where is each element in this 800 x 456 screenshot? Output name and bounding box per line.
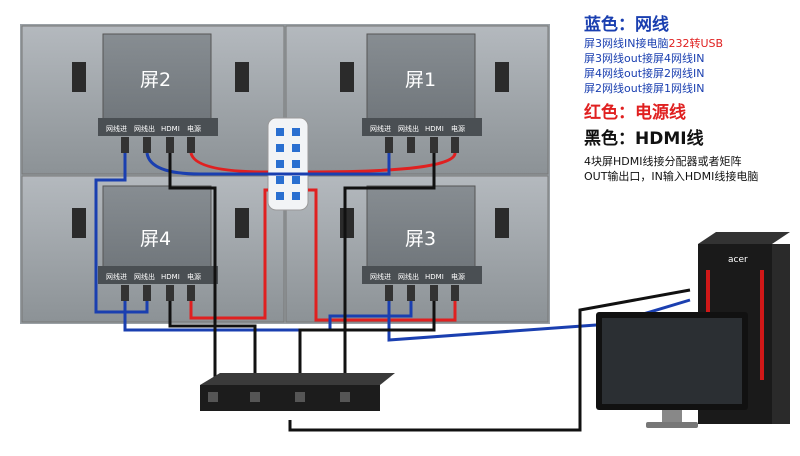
port-label-power: 电源	[451, 272, 465, 281]
port-label-hdmi: HDMI	[161, 273, 180, 281]
panel-top-left	[21, 25, 285, 175]
panel-bottom-right	[285, 175, 549, 323]
port-label-net-out: 网线出	[134, 124, 155, 133]
port-label-net-in: 网线进	[370, 124, 391, 133]
panel-label-2: 屏2	[140, 69, 171, 91]
panel-label-1: 屏1	[405, 69, 436, 91]
monitor	[596, 312, 748, 428]
panel-bottom-left	[21, 175, 285, 323]
legend-network-title: 蓝色：网线	[584, 15, 669, 35]
port-label-hdmi: HDMI	[425, 273, 444, 281]
port-label-power: 电源	[187, 124, 201, 133]
legend-note-line-2: OUT输出口，IN输入HDMI线接电脑	[584, 170, 759, 183]
port-label-power: 电源	[451, 124, 465, 133]
legend-power-title: 红色：电源线	[584, 103, 686, 123]
legend-network-line-2: 屏3网线out接屏4网线IN	[584, 52, 705, 65]
port-label-net-in: 网线进	[106, 124, 127, 133]
hdmi-cables	[168, 153, 691, 432]
pc-brand: acer	[728, 255, 748, 265]
port-label-net-in: 网线进	[106, 272, 127, 281]
legend-note-line-1: 4块屏HDMI线接分配器或者矩阵	[584, 155, 742, 168]
port-label-hdmi: HDMI	[425, 125, 444, 133]
power-strip	[267, 117, 309, 211]
legend: 蓝色：网线 屏3网线IN接电脑232转USB 屏3网线out接屏4网线IN 屏4…	[584, 14, 796, 184]
legend-network-line-3: 屏4网线out接屏2网线IN	[584, 67, 705, 80]
legend-hdmi-title: 黑色：HDMI线	[584, 129, 704, 149]
port-label-net-out: 网线出	[134, 272, 155, 281]
panel-top-right	[285, 25, 549, 175]
power-cables	[189, 152, 457, 322]
legend-network-line-4: 屏2网线out接屏1网线IN	[584, 82, 705, 95]
panel-label-4: 屏4	[140, 228, 171, 250]
hdmi-splitter	[200, 373, 395, 411]
port-label-power: 电源	[187, 272, 201, 281]
port-label-hdmi: HDMI	[161, 125, 180, 133]
plugs	[121, 137, 459, 301]
legend-network-line-1: 屏3网线IN接电脑232转USB	[584, 37, 724, 50]
port-label-net-in: 网线进	[370, 272, 391, 281]
port-label-net-out: 网线出	[398, 124, 419, 133]
panel-label-3: 屏3	[405, 228, 436, 250]
port-label-net-out: 网线出	[398, 272, 419, 281]
